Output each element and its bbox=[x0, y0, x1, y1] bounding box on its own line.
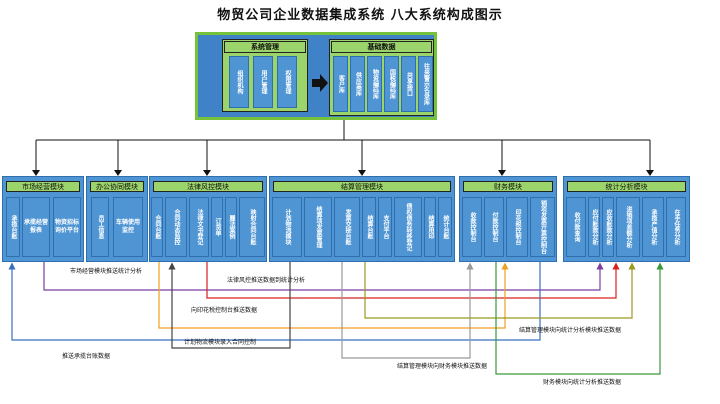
module-legal-item: 映射合同台账 bbox=[239, 197, 265, 257]
module-legal-item: 履法案例 bbox=[225, 197, 237, 257]
annotation-legal-to-stats: 法律风控推送数据到统计分析 bbox=[226, 277, 305, 284]
module-settlement-item: 债权债务转移登记 bbox=[394, 197, 422, 257]
module-finance-item: 销项发票开票控制台 bbox=[530, 197, 555, 257]
module-statistics-item: 承揽产值分析 bbox=[642, 197, 664, 257]
module-settlement-item: 计划物流模块 bbox=[272, 197, 302, 257]
module-market-item: 物资招标询价平台 bbox=[53, 197, 81, 257]
module-legal-item: 合同动态监控 bbox=[165, 197, 187, 257]
module-statistics-title: 统计分析模块 bbox=[567, 181, 686, 192]
module-statistics-item: 应收账款分析 bbox=[602, 197, 614, 257]
module-statistics-item: 进销项差额分析 bbox=[616, 197, 640, 257]
module-settlement-item: 结算项发票管理 bbox=[304, 197, 332, 257]
system-mgmt-item: 组织机构 bbox=[229, 56, 249, 108]
module-statistics-item: 应付账款分析 bbox=[588, 197, 600, 257]
system-mgmt-title: 系统管理 bbox=[224, 41, 306, 53]
module-settlement-title: 结算管理模块 bbox=[273, 181, 451, 192]
module-finance-title: 财务模块 bbox=[463, 181, 553, 192]
module-legal-item: 合同台账 bbox=[151, 197, 163, 257]
module-finance-item: 付款控制台 bbox=[484, 197, 504, 257]
module-market-title: 市场经营模块 bbox=[6, 181, 80, 192]
annotation-stamp-duty: 向印花税控制台推送数据 bbox=[190, 307, 257, 314]
diagram-title: 物贸公司企业数据集成系统 八大系统构成图示 bbox=[217, 8, 503, 23]
module-statistics-item: 收付款查询 bbox=[566, 197, 586, 257]
base-data-item: 物资编码库 bbox=[367, 56, 382, 112]
module-office-item: 车辆使用监控 bbox=[113, 197, 143, 257]
module-market-item: 承揽经营报表 bbox=[22, 197, 50, 257]
module-legal-item: 法律文书登记 bbox=[189, 197, 209, 257]
module-finance-item: 印花税控制台 bbox=[506, 197, 528, 257]
module-settlement-item: 结算台账 bbox=[362, 197, 376, 257]
module-settlement-item: 结算用印 bbox=[424, 197, 436, 257]
annotation-market-to-stats: 市场经营模块推送统计分析 bbox=[70, 268, 143, 275]
base-data-item: 国税编码库 bbox=[384, 56, 399, 112]
module-finance-item: 收款控制台 bbox=[462, 197, 482, 257]
base-data-item: 共享接口 bbox=[401, 56, 416, 112]
base-data-item: 往来警示名录库 bbox=[418, 56, 433, 112]
module-settlement-item: 统计台账 bbox=[438, 197, 452, 257]
module-legal-item: 订货单 bbox=[211, 197, 223, 257]
annotation-finance-to-stats: 财务模块向统计分析推送数据 bbox=[542, 379, 621, 386]
base-data-item: 供应商库 bbox=[350, 56, 365, 112]
system-mgmt-item: 用户管理 bbox=[253, 56, 273, 108]
system-mgmt-item: 权限管理 bbox=[277, 56, 297, 108]
base-data-title: 基础数据 bbox=[331, 41, 432, 53]
module-office-title: 办公协同模块 bbox=[90, 181, 144, 192]
module-legal-title: 法律风控模块 bbox=[153, 181, 263, 192]
annotation-logistics-contract: 计划物流模块录入合同控制 bbox=[183, 339, 256, 346]
annotation-settlement-to-finance: 结算管理模块向财务模块推送数据 bbox=[396, 363, 487, 370]
module-settlement-item: 支付平台 bbox=[378, 197, 392, 257]
module-market-item: 承揽台账 bbox=[6, 197, 20, 257]
annotation-market-ledger: 推送承揽台账数据 bbox=[61, 353, 110, 360]
base-data-item: 客户库 bbox=[333, 56, 348, 112]
module-settlement-item: 发票交接台账 bbox=[334, 197, 360, 257]
annotation-settlement-to-stats: 结算管理模块向统计分析模块推送数据 bbox=[518, 327, 621, 334]
module-statistics-item: 在手任务分析 bbox=[666, 197, 686, 257]
module-office-item: 员工信息 bbox=[91, 197, 109, 257]
